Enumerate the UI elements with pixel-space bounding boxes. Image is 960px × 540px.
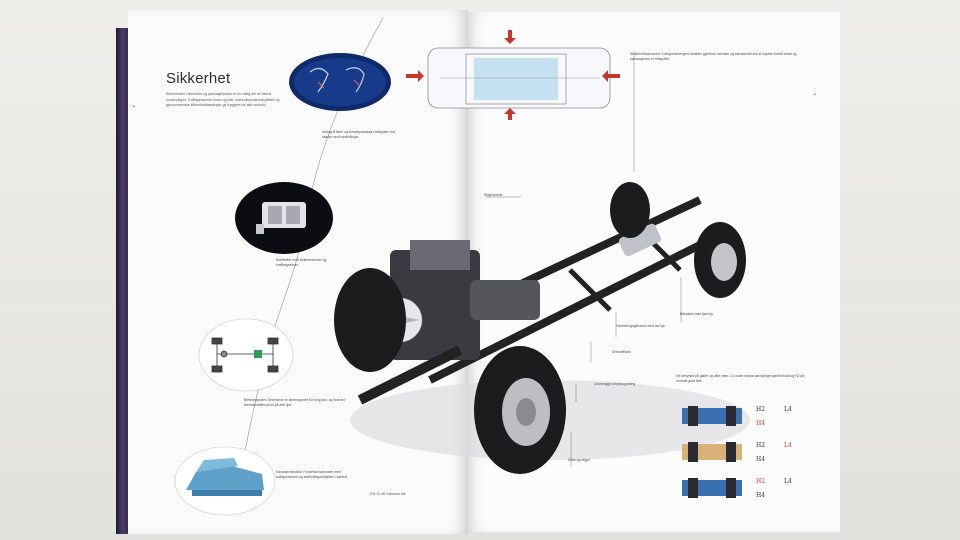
safety-body-caption: Sikkerhetskarosseri. Kollisjonsenergien … (630, 52, 797, 62)
transfer-caption: Overføringsgirkasse med lavt gir (616, 324, 665, 328)
arrow-icon (406, 30, 620, 120)
frame-top-diagram (406, 30, 620, 120)
rear-axle-caption: Bakaksel med fjæring (680, 312, 713, 316)
airbag-caption: Airbag til fører og forsetepassasjer bes… (322, 130, 396, 140)
frame-caption: Stigeramme (484, 193, 503, 197)
seatbelt-image (235, 182, 333, 254)
brake-caption: Bremsesystem. Bremsene er dimensjonert f… (244, 398, 345, 408)
airbag-image (289, 53, 391, 111)
right-page-number: • (814, 92, 816, 98)
drivetrain-icon (211, 337, 279, 373)
car-body-icon (186, 458, 264, 496)
body-structure-image (174, 446, 276, 516)
drive-mode-h4 (682, 442, 742, 462)
brake-diagram (198, 318, 294, 392)
body-caption: Karosseristruktur. Forsterket karosseri … (276, 470, 349, 480)
page-title: Sikkerhet (166, 70, 231, 87)
airbag-icon (309, 67, 365, 93)
right-leader-lines (486, 52, 682, 467)
intro-text: Sikkerheten i førersete og passasjerplas… (166, 92, 280, 108)
engine-caption: 2.5 l D-4D Common rail (370, 492, 406, 496)
drive-mode-l4 (682, 478, 742, 498)
seat-icon (256, 202, 306, 234)
chassis-illustration (334, 182, 750, 474)
suspension-caption: Uavhengig forhjulsoppheng (594, 382, 636, 386)
drive-mode-intro: H4 benyttes på glatte og våte veier. L4 … (676, 374, 805, 384)
fuel-caption: Drivstofftank (612, 350, 631, 354)
seatbelt-caption: Setebelter med beltestrammer og kraftbeg… (276, 258, 327, 268)
left-page-number: • (133, 104, 135, 110)
drive-mode-h2 (682, 406, 742, 426)
tyres-caption: Dekk og felger (568, 458, 590, 462)
drive-mode-diagrams (682, 406, 742, 498)
